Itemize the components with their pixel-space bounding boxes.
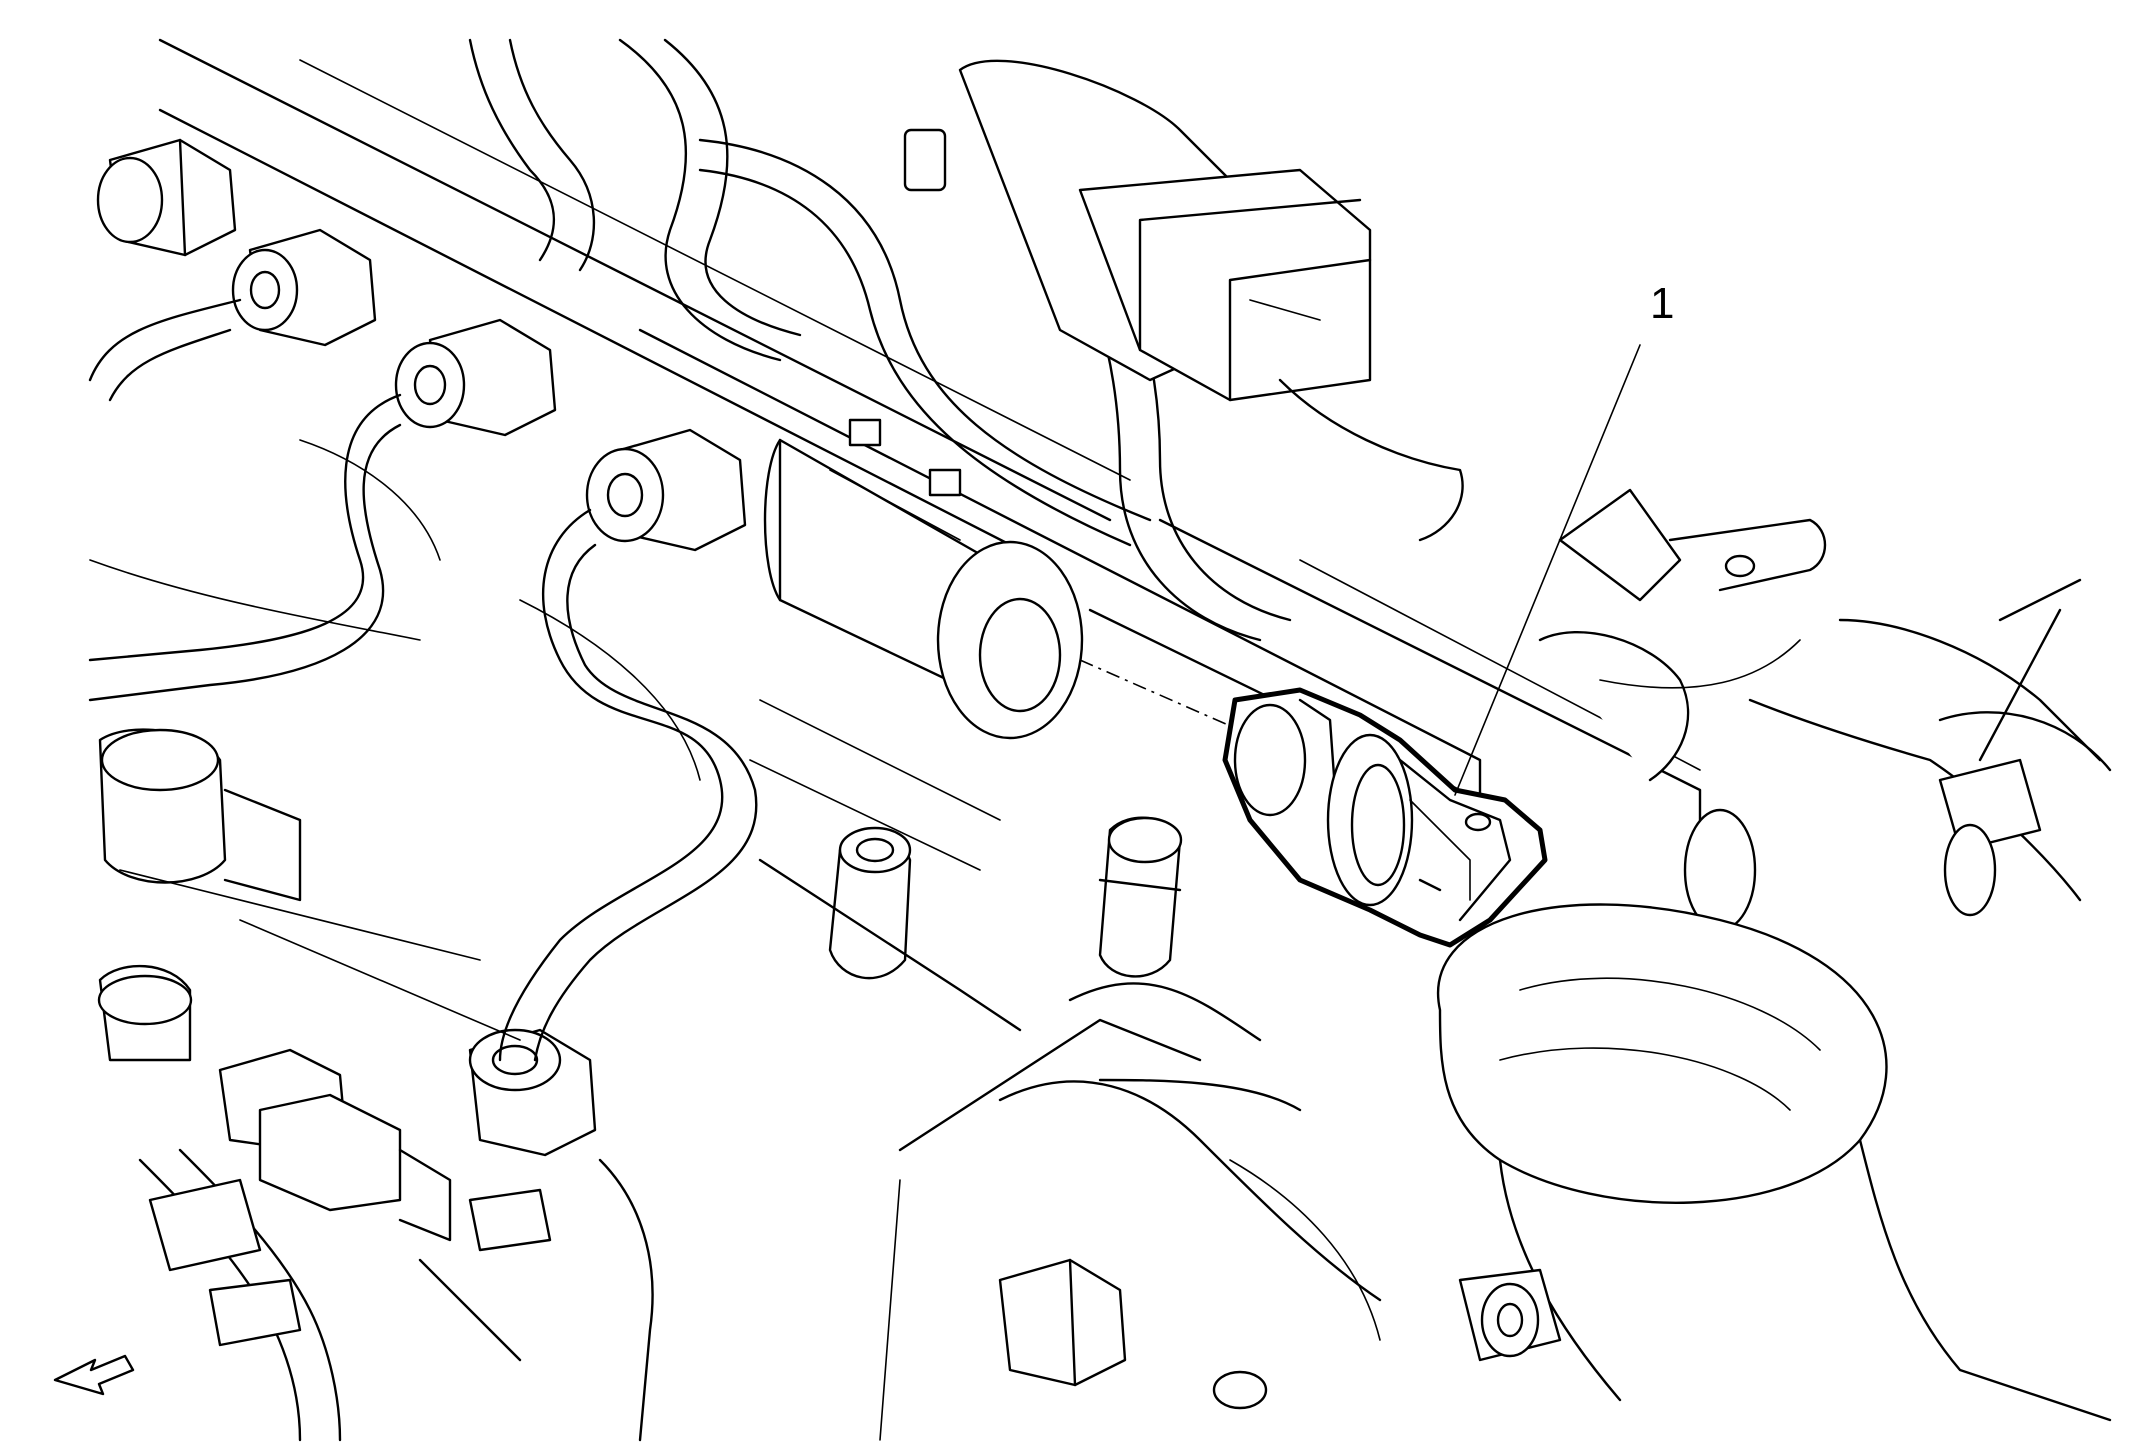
injector-fittings <box>96 138 747 1157</box>
left-injectors-harness <box>97 728 654 1442</box>
engine-block-edges <box>89 439 1801 1441</box>
lower-block <box>828 816 1382 1410</box>
fuel-pressure-sensor <box>1222 687 1548 948</box>
forward-direction-arrow-icon <box>53 1354 135 1396</box>
right-side-manifold <box>1538 488 2112 932</box>
intake-resonator <box>1437 903 2112 1422</box>
harness-connector-top <box>903 59 1464 542</box>
fuel-lines <box>88 298 758 1062</box>
fuel-cylinder <box>763 418 1084 740</box>
callout-leader-line <box>1454 344 1641 796</box>
callout-label-1: 1 <box>1650 279 1674 328</box>
